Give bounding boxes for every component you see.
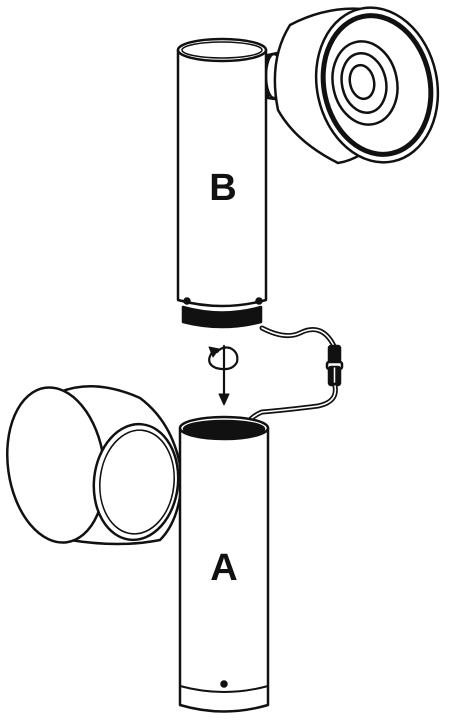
lower-cylinder-body xyxy=(178,415,270,713)
insert-arrowhead xyxy=(218,393,230,406)
upper-cable-core xyxy=(261,327,335,347)
cable-connector xyxy=(325,344,344,387)
upper-cylinder-body xyxy=(176,37,268,329)
upper-screw-right xyxy=(255,297,263,305)
rotation-arrowhead xyxy=(208,346,220,358)
upper-screw-left xyxy=(183,297,191,305)
lower-body-opening-dark xyxy=(182,419,266,439)
upper-cable xyxy=(259,325,337,349)
lower-body-outline xyxy=(178,426,270,713)
upper-spotlight-head xyxy=(264,6,440,165)
upper-lens-inner xyxy=(348,63,376,101)
upper-body-outline xyxy=(176,48,268,308)
upper-unit-label: B xyxy=(209,167,236,209)
lower-spotlight-head xyxy=(5,384,202,546)
rotation-loop xyxy=(208,346,239,371)
upper-body-top-inner xyxy=(181,41,263,59)
rotate-arrow-icon xyxy=(208,344,239,406)
lower-screw xyxy=(220,680,228,688)
lower-unit-label: A xyxy=(210,547,237,589)
lower-base-ring xyxy=(179,685,269,693)
lower-head-face-inner xyxy=(99,429,175,535)
upper-threaded-band xyxy=(181,305,263,329)
